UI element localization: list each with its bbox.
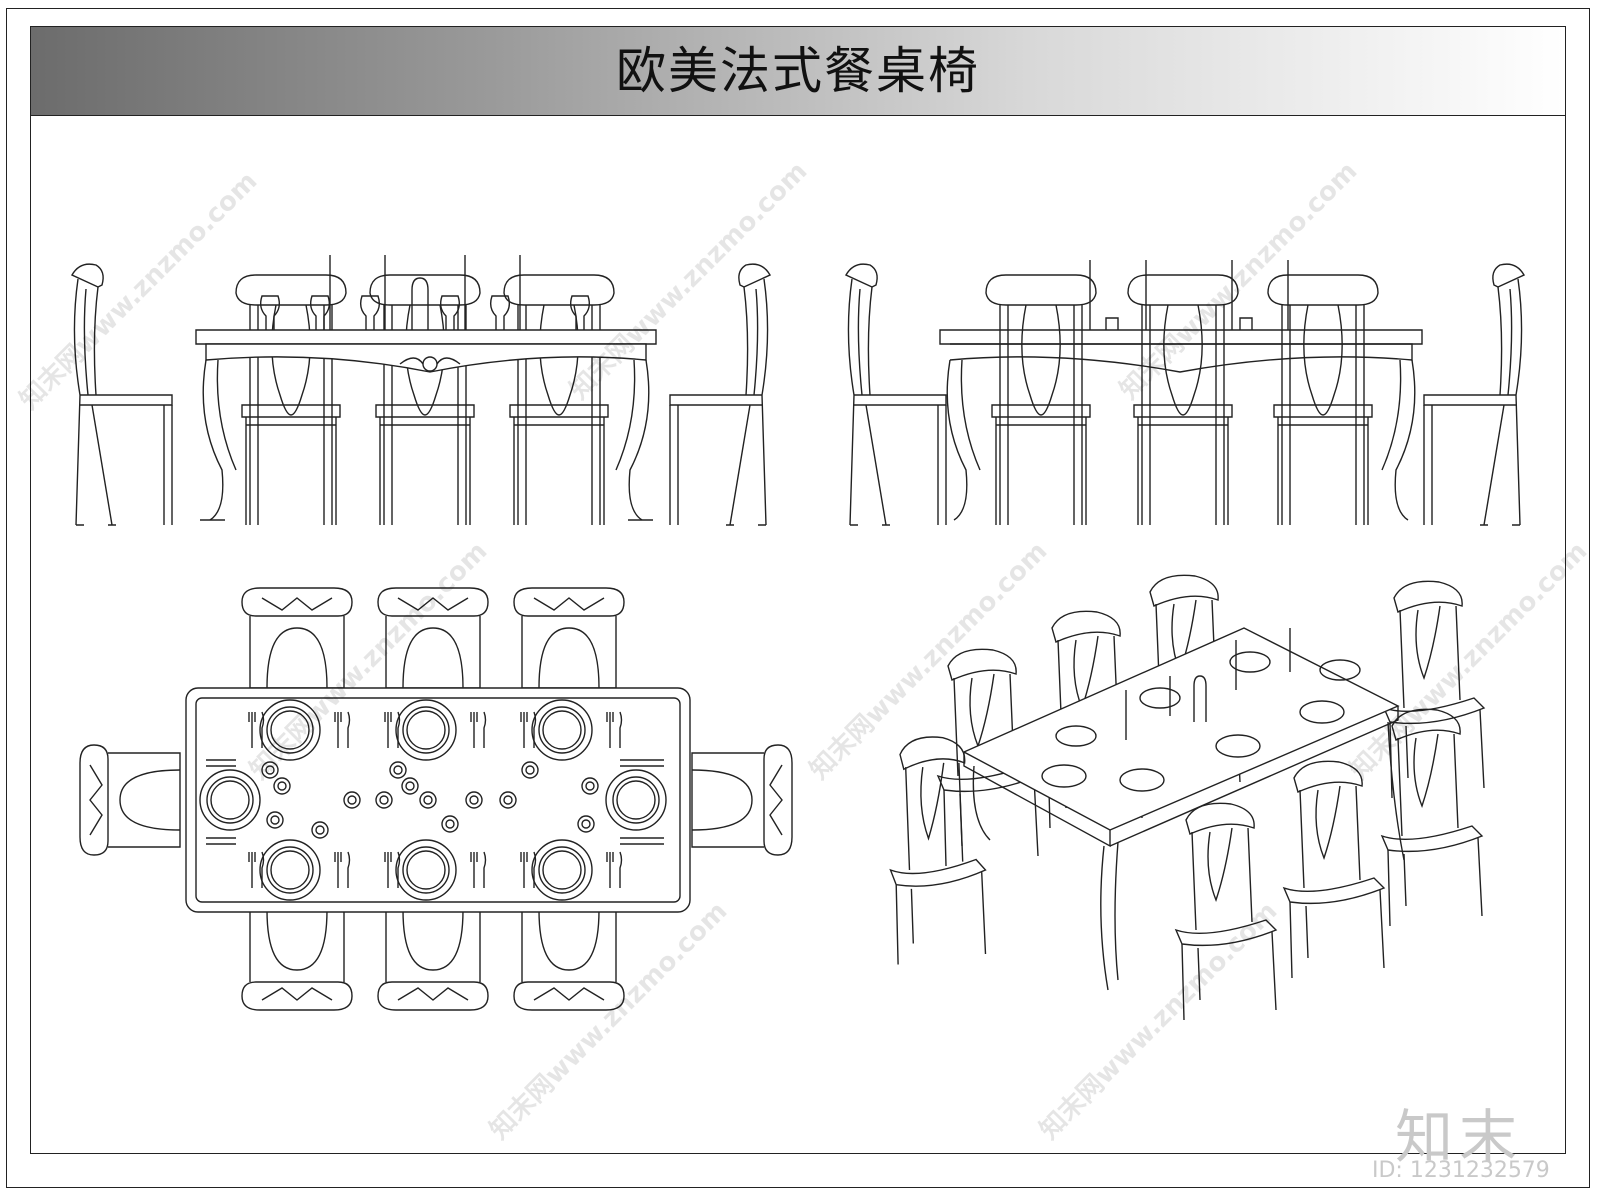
perspective-view [889,574,1485,1021]
front-elevation [71,255,771,526]
title-bar: 欧美法式餐桌椅 [31,27,1565,116]
outer-frame [6,8,1590,1188]
side-elevation [845,260,1525,526]
plan-view [79,587,793,1011]
brand-logo: 知末 [1395,1103,1524,1171]
page-title: 欧美法式餐桌椅 [616,42,980,100]
id-label: ID: 1231232579 [1372,1158,1550,1183]
inner-frame [30,26,1566,1154]
